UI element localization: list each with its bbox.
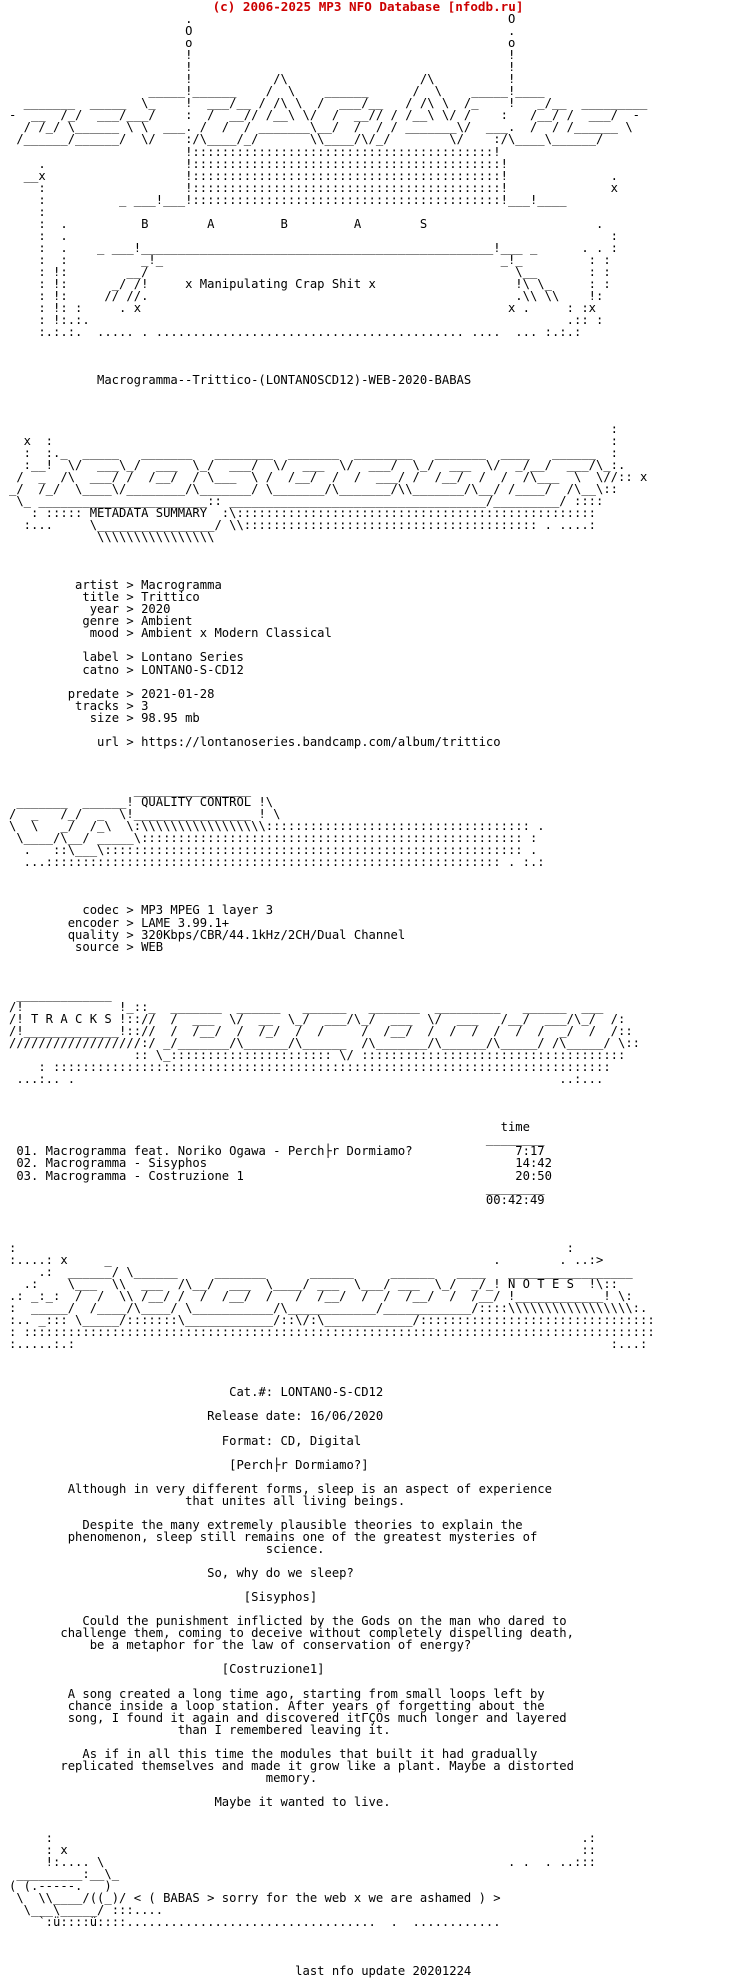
last-update-line: last nfo update 20201224 [9, 1963, 472, 1978]
blank-line [9, 1941, 655, 1953]
metadata-summary: artist > Macrogramma title > Trittico ye… [67, 578, 501, 749]
blank-line [9, 965, 655, 977]
babas-logo-art: . O O . o o [9, 12, 648, 340]
blank-line [9, 555, 655, 567]
blank-line [9, 1097, 655, 1109]
release-notes: Cat.#: LONTANO-S-CD12 Release date: 16/0… [60, 1385, 574, 1809]
tracks-logo-art: _____________ /! !_::_ _______ ______ __… [9, 987, 641, 1087]
nfo-page: (c) 2006-2025 MP3 NFO Database [nfodb.ru… [9, 0, 655, 1977]
blank-line [9, 1218, 655, 1230]
nfo-text: . O O . o o [9, 13, 655, 1977]
metadata-logo-art: : x : : : :._ _____ _______ ________ ___… [9, 421, 648, 545]
blank-line [9, 350, 655, 362]
release-name: Macrogramma--Trittico-(LONTANOSCD12)-WEB… [97, 373, 472, 388]
blank-line [9, 399, 655, 411]
tracklist: time ________ 01. Macrogramma feat. Nori… [16, 1120, 552, 1207]
site-copyright-link[interactable]: (c) 2006-2025 MP3 NFO Database [nfodb.ru… [212, 0, 524, 14]
footer-art: : .: : x :: !:.... \ [9, 1831, 596, 1930]
quality-control-logo-art: ________________ _______ ______! QUALITY… [9, 783, 545, 870]
blank-line [9, 1362, 655, 1374]
quality-info: codec > MP3 MPEG 1 layer 3 encoder > LAM… [67, 903, 406, 954]
blank-line [9, 880, 655, 892]
notes-logo-art: : : :....: x _ . . ..:> .: ______/ \____… [9, 1240, 655, 1352]
blank-line [9, 760, 655, 772]
